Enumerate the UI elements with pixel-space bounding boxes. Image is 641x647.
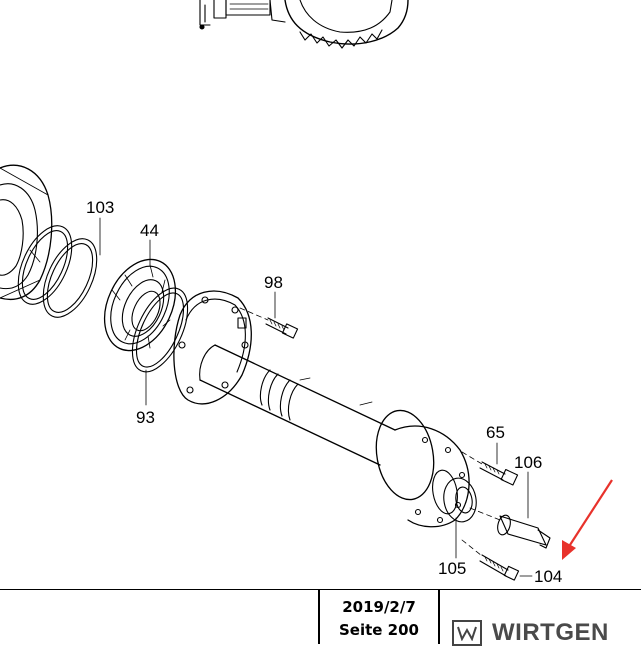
flange-plate bbox=[173, 290, 252, 405]
divider bbox=[438, 590, 440, 644]
callout-98: 98 bbox=[264, 273, 283, 292]
brand-name: WIRTGEN bbox=[492, 619, 609, 646]
screw-65 bbox=[461, 451, 519, 486]
callout-106: 106 bbox=[514, 453, 542, 472]
exploded-parts-drawing: 103 44 98 93 65 106 105 104 bbox=[0, 0, 613, 586]
screw-104 bbox=[461, 539, 520, 581]
footer-date: 2019/2/7 bbox=[342, 598, 416, 616]
leader-lines bbox=[99, 217, 533, 577]
housing bbox=[0, 164, 53, 301]
divider bbox=[318, 590, 320, 644]
screw-98 bbox=[239, 307, 299, 339]
output-hub bbox=[375, 409, 477, 528]
snap-ring-103 bbox=[17, 225, 98, 318]
callout-103: 103 bbox=[86, 198, 114, 217]
coupling-106 bbox=[469, 507, 551, 549]
shaft bbox=[199, 344, 396, 466]
circlip-93 bbox=[131, 287, 189, 373]
vehicle-detail bbox=[199, 0, 409, 49]
callout-44: 44 bbox=[140, 221, 159, 240]
callout-104: 104 bbox=[534, 567, 562, 586]
callout-65: 65 bbox=[486, 423, 505, 442]
red-arrow-icon bbox=[562, 479, 613, 560]
wirtgen-w-icon bbox=[452, 620, 482, 646]
bearing-44 bbox=[103, 258, 177, 352]
footer-page: Seite 200 bbox=[339, 621, 419, 639]
brand-logo: WIRTGEN bbox=[452, 619, 609, 646]
title-block: 2019/2/7 Seite 200 WIRTGEN bbox=[0, 589, 641, 646]
callout-105: 105 bbox=[438, 559, 466, 578]
callout-93: 93 bbox=[136, 408, 155, 427]
